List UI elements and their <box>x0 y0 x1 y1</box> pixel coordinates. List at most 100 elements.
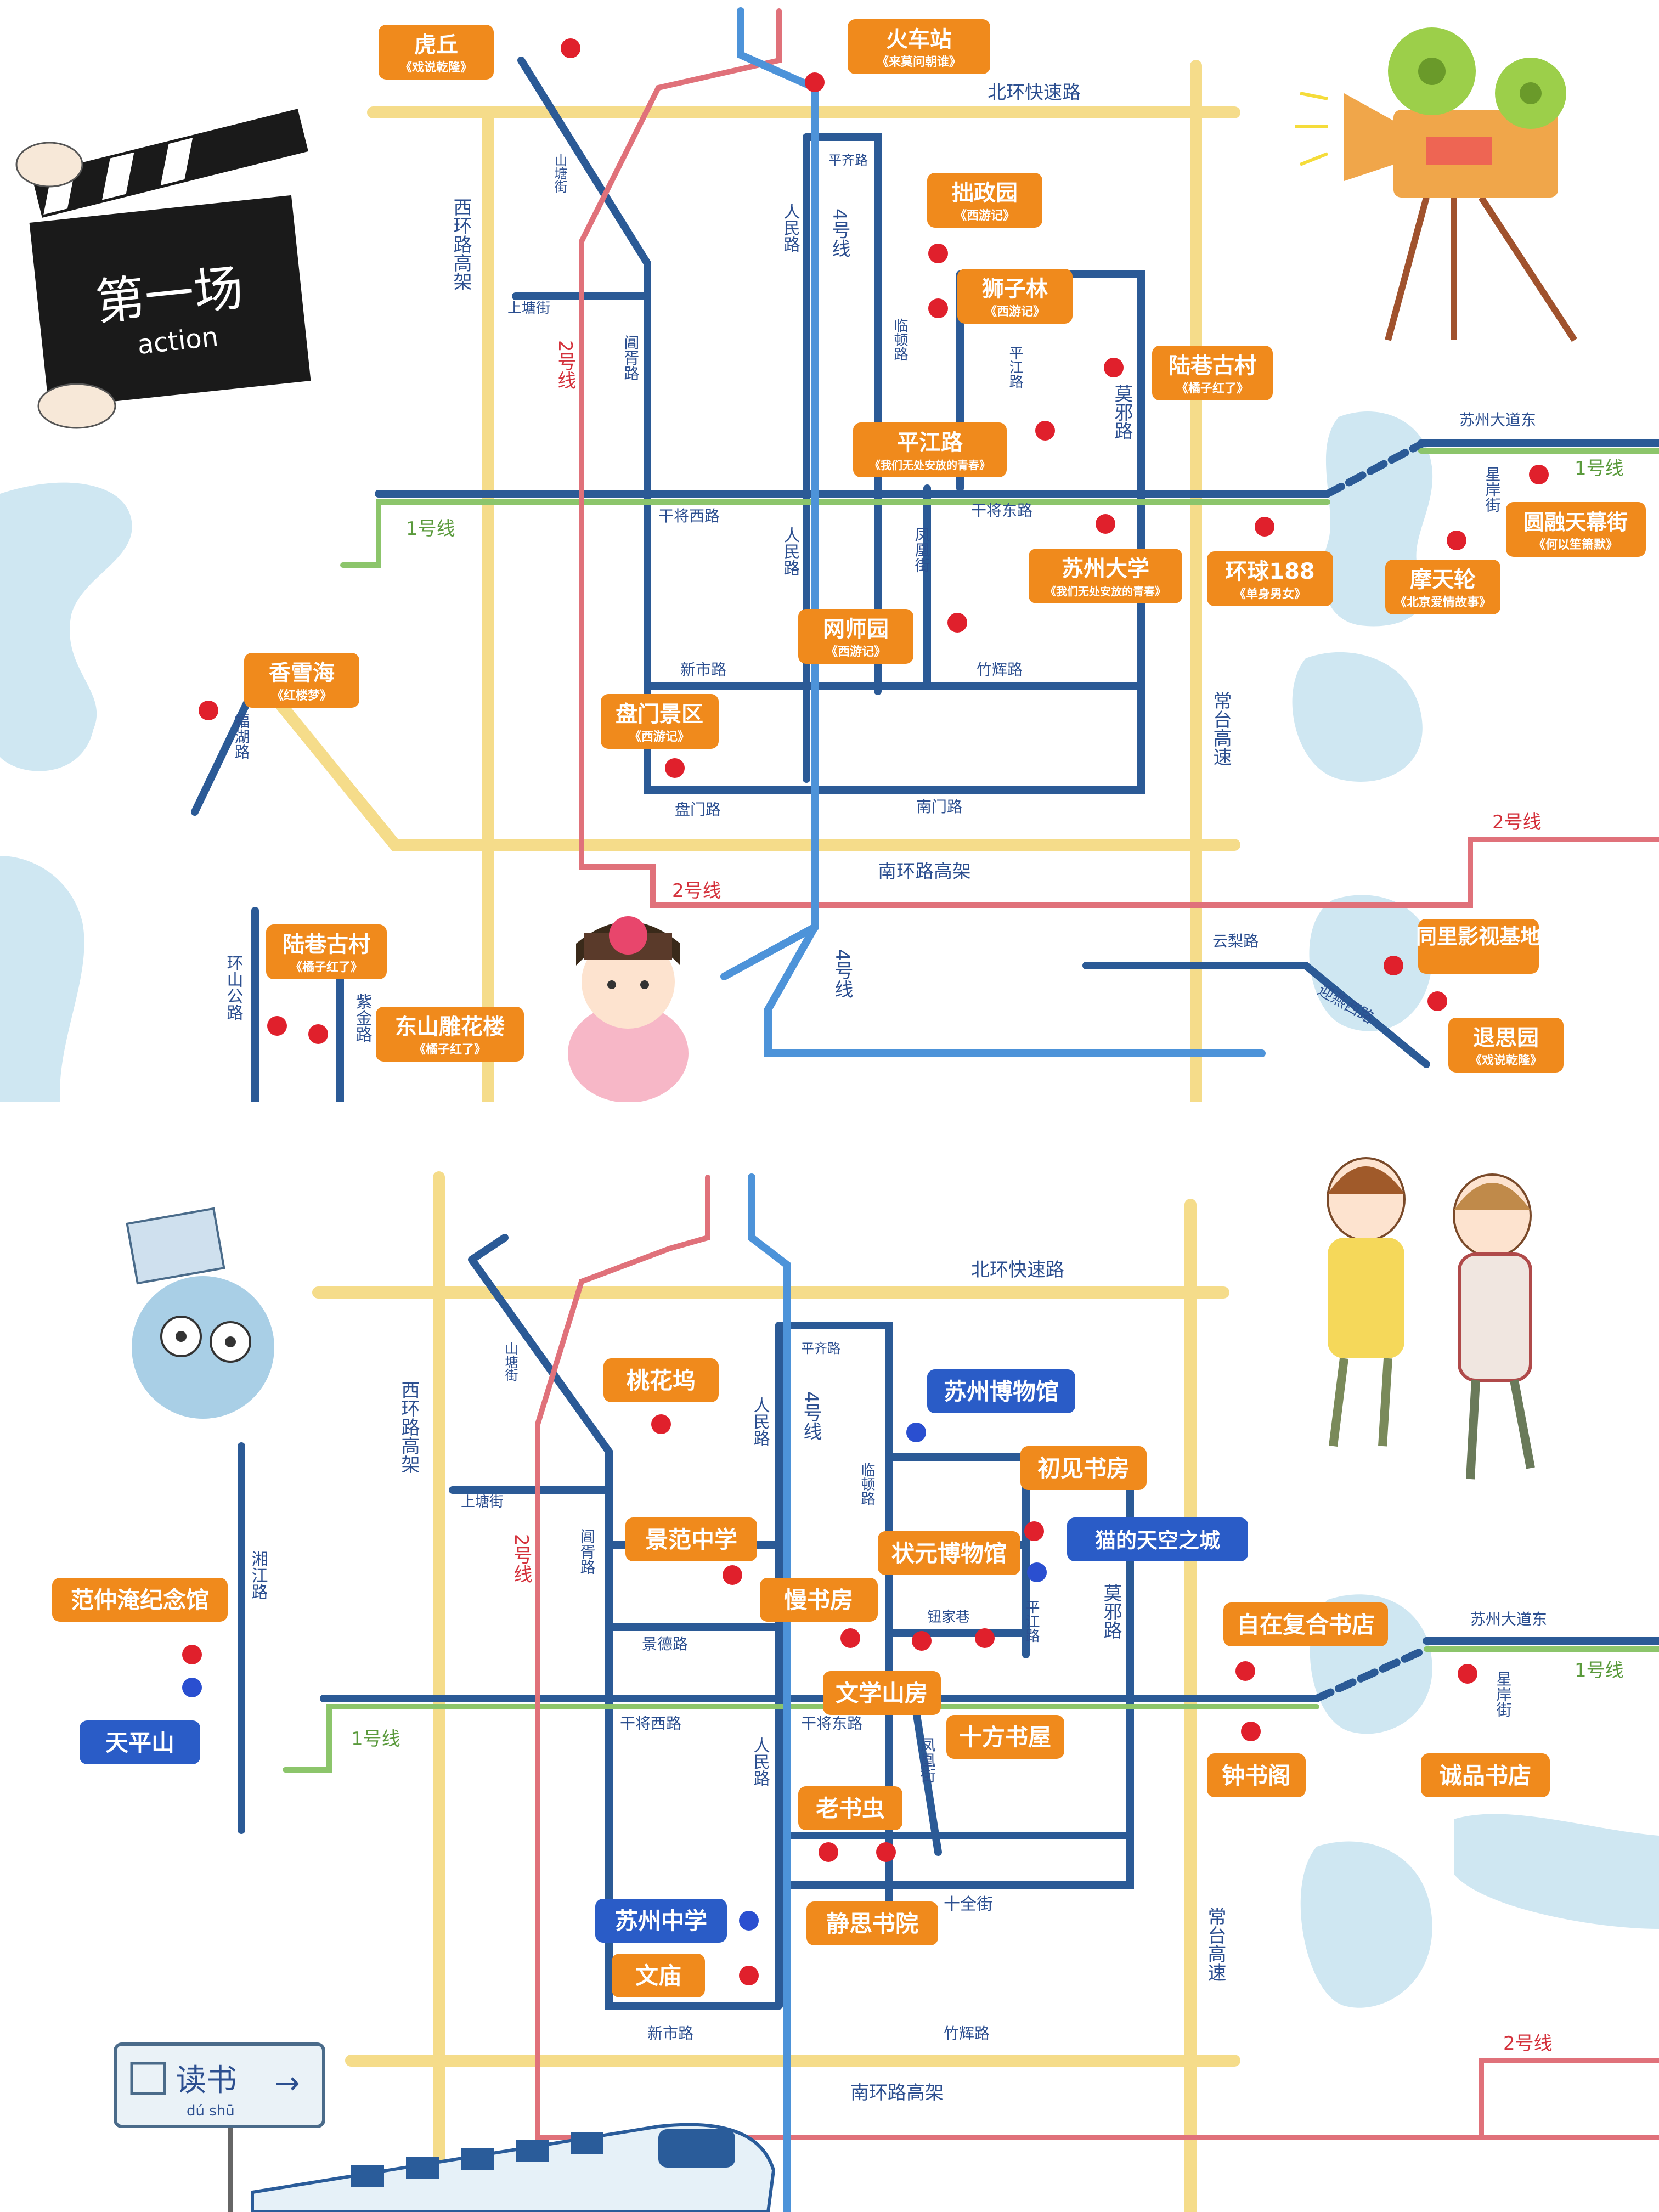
road-suzhou-ave: 苏州大道东 <box>1470 1610 1547 1628</box>
road-shiquan: 十全街 <box>944 1895 993 1914</box>
poi-tag[interactable]: 老书虫 <box>798 1786 902 1830</box>
poi-name: 老书虫 <box>816 1795 885 1822</box>
poi-dot[interactable] <box>947 613 967 633</box>
poi-dot[interactable] <box>723 1565 742 1585</box>
road-pingjiang: 平江路 <box>1007 346 1023 388</box>
poi-tag[interactable]: 文学山房 <box>823 1671 941 1715</box>
poi-tag[interactable]: 盘门景区 《西游记》 <box>601 694 719 749</box>
poi-tag[interactable]: 初见书房 <box>1020 1446 1147 1490</box>
poi-tag[interactable]: 景范中学 <box>625 1517 757 1561</box>
poi-dot[interactable] <box>561 38 580 58</box>
poi-tag[interactable]: 天平山 <box>80 1720 200 1764</box>
poi-tag[interactable]: 桃花坞 <box>603 1358 719 1402</box>
poi-dot[interactable] <box>665 758 685 778</box>
film-projector-illustration <box>1295 27 1578 342</box>
poi-tag[interactable]: 火车站 《来莫问朝谁》 <box>848 19 990 74</box>
poi-dot[interactable] <box>651 1414 671 1434</box>
poi-tag[interactable]: 网师园 《西游记》 <box>798 609 913 664</box>
line2-south-label: 2号线 <box>672 880 721 902</box>
poi-name: 摩天轮 <box>1410 567 1476 592</box>
poi-name: 东山雕花楼 <box>395 1014 505 1040</box>
poi-dot[interactable] <box>1529 465 1549 484</box>
poi-tag[interactable]: 陆巷古村 《橘子红了》 <box>1152 346 1273 400</box>
poi-dot[interactable] <box>805 72 825 92</box>
poi-tag[interactable]: 钟书阁 <box>1207 1753 1306 1797</box>
poi-tag[interactable]: 狮子林 《西游记》 <box>957 269 1073 324</box>
poi-tag[interactable]: 猫的天空之城 <box>1067 1517 1248 1561</box>
poi-tag[interactable]: 圆融天幕街 《何以笙箫默》 <box>1506 502 1646 557</box>
poi-dot[interactable] <box>1235 1661 1255 1681</box>
princess-illustration <box>568 916 689 1103</box>
poi-dot[interactable] <box>840 1628 860 1648</box>
poi-dot[interactable] <box>1255 517 1274 537</box>
poi-name: 退思园 <box>1473 1025 1539 1051</box>
road-renmin-north: 人民路 <box>781 203 800 252</box>
road-pingsi: 平齐路 <box>828 153 868 168</box>
book-mascot-illustration <box>126 1207 274 1419</box>
poi-tag[interactable]: 退思园 《戏说乾隆》 <box>1448 1018 1564 1073</box>
poi-dot[interactable] <box>876 1842 896 1862</box>
road-xinshi: 新市路 <box>680 661 726 679</box>
poi-dot[interactable] <box>819 1842 838 1862</box>
poi-dot[interactable] <box>1458 1664 1477 1684</box>
poi-dot[interactable] <box>975 1628 995 1648</box>
poi-dot[interactable] <box>308 1024 328 1044</box>
poi-tag[interactable]: 状元博物馆 <box>878 1531 1020 1575</box>
poi-dot[interactable] <box>1096 514 1115 534</box>
poi-name: 状元博物馆 <box>891 1540 1007 1567</box>
vertical-road-labels: 西环路高架 常台高速 人民路 人民路 山塘街 阊胥路 临顿路 平江路 莫邪路 凤… <box>249 1342 1513 1982</box>
poi-dot[interactable] <box>182 1645 202 1664</box>
poi-film: 《单身男女》 <box>1234 587 1306 601</box>
poi-dot[interactable] <box>1024 1521 1044 1541</box>
poi-dot[interactable] <box>1427 991 1447 1011</box>
poi-name: 火车站 <box>886 27 952 52</box>
poi-tag[interactable]: 环球188 《单身男女》 <box>1207 551 1333 606</box>
poi-dot[interactable] <box>1104 358 1124 377</box>
arrow-right-icon: → <box>274 2066 300 2101</box>
poi-tag[interactable]: 苏州中学 <box>595 1899 727 1943</box>
poi-dot[interactable] <box>906 1423 926 1442</box>
poi-tag[interactable]: 静思书院 <box>806 1901 938 1945</box>
poi-tag[interactable]: 虎丘 《戏说乾隆》 <box>379 25 494 80</box>
poi-tag[interactable]: 苏州大学 《我们无处安放的青春》 <box>1029 549 1182 603</box>
poi-tag[interactable]: 苏州博物馆 <box>927 1369 1075 1413</box>
poi-dot[interactable] <box>928 298 948 318</box>
poi-dot[interactable] <box>1384 956 1403 975</box>
ring-roads <box>268 60 1240 1106</box>
road-renmin-south: 人民路 <box>751 1737 770 1786</box>
poi-name: 诚品书店 <box>1439 1762 1531 1789</box>
poi-dot[interactable] <box>1241 1722 1261 1741</box>
poi-tag[interactable]: 拙政园 《西游记》 <box>927 173 1042 228</box>
poi-dot[interactable] <box>1035 421 1055 441</box>
poi-tag[interactable]: 文庙 <box>612 1954 705 1997</box>
poi-tag[interactable]: 陆巷古村 《橘子红了》 <box>266 924 387 979</box>
poi-tag[interactable]: 范仲淹纪念馆 <box>52 1578 228 1622</box>
poi-dot[interactable] <box>912 1631 932 1651</box>
poi-film: 《橘子红了》 <box>1176 381 1249 396</box>
poi-dot[interactable] <box>199 701 218 720</box>
poi-tag[interactable]: 摩天轮 《北京爱情故事》 <box>1385 560 1500 614</box>
poi-tag[interactable]: 同里影视基地 <box>1416 919 1541 974</box>
poi-dots <box>199 38 1549 1044</box>
poi-tag[interactable]: 香雪海 《红楼梦》 <box>244 653 359 708</box>
poi-tag[interactable]: 十方书屋 <box>946 1715 1064 1759</box>
poi-dot[interactable] <box>182 1678 202 1697</box>
poi-dot[interactable] <box>739 1911 759 1931</box>
poi-tag[interactable]: 自在复合书店 <box>1223 1602 1388 1646</box>
poi-name: 苏州博物馆 <box>944 1378 1059 1405</box>
poi-name: 平江路 <box>897 430 963 455</box>
film-location-map: 北环快速路 南环路高架 干将西路 干将东路 新市路 竹辉路 盘门路 南门路 上塘… <box>0 7 1659 1106</box>
section-divider <box>0 1102 1659 1110</box>
poi-dot[interactable] <box>1447 531 1466 550</box>
poi-dot[interactable] <box>928 244 948 263</box>
poi-dot[interactable] <box>267 1016 287 1036</box>
poi-dot[interactable] <box>739 1966 759 1985</box>
poi-tag[interactable]: 东山雕花楼 《橘子红了》 <box>376 1007 524 1062</box>
line2-label: 2号线 <box>510 1534 532 1583</box>
poi-tag[interactable]: 慢书房 <box>760 1578 878 1622</box>
poi-tag[interactable]: 平江路 《我们无处安放的青春》 <box>853 422 1007 477</box>
poi-tag[interactable]: 诚品书店 <box>1421 1753 1550 1797</box>
road-zhuhui: 竹辉路 <box>977 661 1023 679</box>
poi-film: 《橘子红了》 <box>290 960 363 974</box>
poi-dot[interactable] <box>1027 1562 1047 1582</box>
